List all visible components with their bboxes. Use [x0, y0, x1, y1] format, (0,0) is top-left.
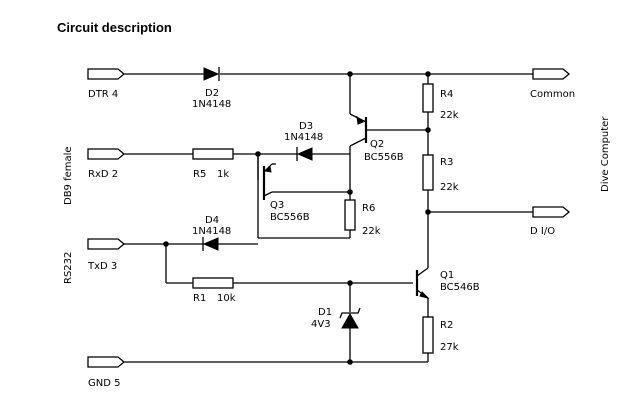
- diode-d2: [203, 67, 220, 81]
- r1-value: 10k: [217, 293, 236, 304]
- r6-value: 22k: [362, 226, 381, 237]
- d2-value: 1N4148: [192, 99, 231, 110]
- d2-ref: D2: [205, 88, 219, 99]
- d4-ref: D4: [205, 215, 219, 226]
- diode-d3: [296, 147, 313, 161]
- q2-ref: Q2: [370, 139, 384, 150]
- r4-value: 22k: [440, 110, 459, 121]
- connector-dtr: [87, 68, 126, 80]
- q3-value: BC556B: [270, 212, 310, 223]
- label-rxd: RxD 2: [88, 169, 118, 180]
- resistor-r2: [422, 316, 434, 354]
- transistor-q2: [356, 115, 368, 143]
- r3-ref: R3: [440, 157, 453, 168]
- resistor-r5: [192, 148, 234, 160]
- q1-ref: Q1: [440, 270, 454, 281]
- label-txd: TxD 3: [87, 261, 117, 272]
- q2-value: BC556B: [364, 152, 404, 163]
- r4-ref: R4: [440, 89, 453, 100]
- r3-value: 22k: [440, 182, 459, 193]
- q1-value: BC546B: [440, 282, 480, 293]
- r5-value: 1k: [217, 169, 229, 180]
- r1-ref: R1: [193, 293, 206, 304]
- label-gnd: GND 5: [88, 378, 120, 389]
- junctions: [163, 71, 431, 365]
- label-dive-computer: Dive Computer: [600, 116, 611, 192]
- connector-common: [532, 68, 571, 80]
- resistor-r6: [344, 199, 356, 231]
- r5-ref: R5: [193, 169, 206, 180]
- zener-diode-d1: [339, 307, 361, 329]
- label-db9: DB9 female: [63, 146, 74, 205]
- label-dio: D I/O: [530, 226, 555, 237]
- label-dtr: DTR 4: [88, 89, 118, 100]
- d1-value: 4V3: [311, 319, 331, 330]
- connector-txd: [87, 238, 126, 250]
- d3-value: 1N4148: [284, 132, 323, 143]
- resistor-r3: [422, 154, 434, 191]
- d4-value: 1N4148: [192, 226, 231, 237]
- r2-ref: R2: [440, 320, 453, 331]
- connector-gnd: [87, 356, 126, 368]
- d1-ref: D1: [318, 307, 332, 318]
- label-rs232: RS232: [63, 252, 74, 284]
- resistor-r4: [422, 83, 434, 113]
- page-title: Circuit description: [57, 20, 172, 35]
- diode-d4: [202, 237, 219, 251]
- transistor-q3: [262, 164, 272, 200]
- connector-dio: [532, 206, 571, 218]
- r2-value: 27k: [440, 342, 459, 353]
- transistor-q1: [415, 270, 430, 299]
- resistor-r1: [192, 277, 234, 289]
- q3-ref: Q3: [270, 200, 284, 211]
- label-common: Common: [530, 89, 575, 100]
- d3-ref: D3: [299, 121, 313, 132]
- r6-ref: R6: [362, 203, 375, 214]
- connector-rxd: [87, 148, 126, 160]
